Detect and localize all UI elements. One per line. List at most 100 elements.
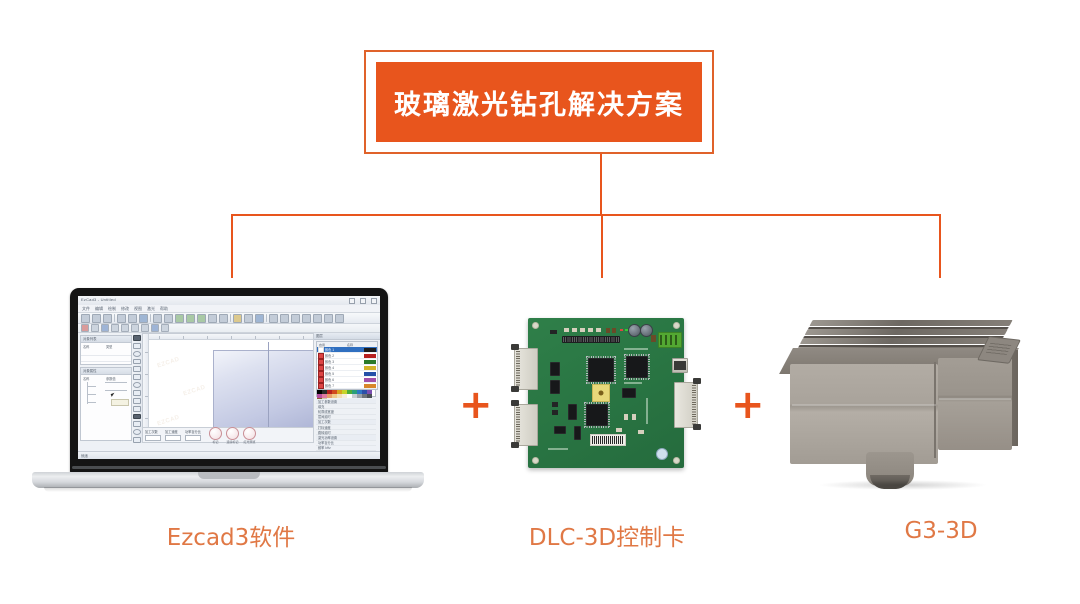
grid-icon[interactable] xyxy=(121,324,129,332)
node-tool-icon[interactable] xyxy=(133,342,141,349)
rectangle-tool-icon[interactable] xyxy=(133,374,141,381)
distribute-icon[interactable] xyxy=(208,313,217,323)
red-light-preview-button[interactable] xyxy=(243,426,256,440)
palette-swatch[interactable] xyxy=(332,394,337,398)
param-row[interactable]: 加工参数设置 xyxy=(316,399,376,405)
palette-swatch[interactable] xyxy=(342,394,347,398)
ruler-icon[interactable] xyxy=(111,324,119,332)
menu-help[interactable]: 帮助 xyxy=(160,305,168,311)
minimize-icon[interactable] xyxy=(349,298,355,304)
input-tool-icon[interactable] xyxy=(133,437,141,444)
line-tool-icon[interactable] xyxy=(133,358,141,365)
palette-swatch[interactable] xyxy=(362,394,367,398)
layer-color-swatch[interactable] xyxy=(364,371,376,376)
layers-list[interactable]: 启用 名称 颜色 1 颜色 2 xyxy=(316,341,378,390)
offset-icon[interactable] xyxy=(313,313,322,323)
trim-icon[interactable] xyxy=(324,313,333,323)
drawing-tools-strip[interactable] xyxy=(132,333,143,444)
palette-swatch[interactable] xyxy=(327,394,332,398)
barcode-tool-icon[interactable] xyxy=(133,405,141,412)
save-icon[interactable] xyxy=(103,313,112,323)
layer-toggle-icon[interactable] xyxy=(141,324,149,332)
paste-icon[interactable] xyxy=(139,313,148,323)
layer-enable-checkbox[interactable] xyxy=(318,346,324,353)
layer-color-swatch[interactable] xyxy=(364,359,376,364)
image-tool-icon[interactable] xyxy=(133,413,141,420)
palette-swatch[interactable] xyxy=(342,390,347,394)
palette-swatch[interactable] xyxy=(367,394,372,398)
measure-icon[interactable] xyxy=(161,324,169,332)
menu-modify[interactable]: 修改 xyxy=(121,305,129,311)
layer-enable-checkbox[interactable] xyxy=(318,364,324,371)
select-tool-icon[interactable] xyxy=(133,335,141,341)
mark-button[interactable] xyxy=(209,426,222,440)
palette-swatch[interactable] xyxy=(337,394,342,398)
palette-swatch[interactable] xyxy=(347,390,352,394)
color-palette[interactable] xyxy=(316,389,376,402)
rotate-icon[interactable] xyxy=(291,313,300,323)
polygon-tool-icon[interactable] xyxy=(133,390,141,396)
palette-swatch[interactable] xyxy=(317,390,322,394)
text-tool-icon[interactable] xyxy=(133,397,141,404)
palette-swatch[interactable] xyxy=(347,394,352,398)
palette-swatch[interactable] xyxy=(352,390,357,394)
param-row[interactable]: 加工次数 xyxy=(316,419,376,425)
axis-icon[interactable] xyxy=(151,324,159,332)
drawing-canvas[interactable]: EZCAD EZCAD EZCAD EZCAD EZCAD EZCAD xyxy=(142,333,314,429)
layers-panel[interactable]: 图层 启用 名称 颜色 1 xyxy=(313,333,380,459)
menu-laser[interactable]: 激光 xyxy=(147,305,155,311)
array-icon[interactable] xyxy=(269,313,278,323)
menu-draw[interactable]: 绘制 xyxy=(108,305,116,311)
palette-swatch[interactable] xyxy=(357,394,362,398)
parameter-list[interactable]: 加工参数设置 填充 轮廓线宽度 层间延时 加工次数 打标速度 跳转延时 激光功率… xyxy=(316,399,376,459)
cut-icon[interactable] xyxy=(117,313,126,323)
object-list-panel[interactable]: 对象列表 名称 类型 xyxy=(80,335,132,365)
layer-enable-checkbox[interactable] xyxy=(318,370,324,377)
ellipse-tool-icon[interactable] xyxy=(133,382,141,389)
layer-row[interactable]: 颜色 3 xyxy=(317,358,377,365)
param-row[interactable]: 频率 kHz xyxy=(316,446,376,451)
layer-enable-checkbox[interactable] xyxy=(318,382,324,389)
object-list-row[interactable] xyxy=(81,350,131,356)
layer-enable-checkbox[interactable] xyxy=(318,358,324,365)
palette-swatch[interactable] xyxy=(352,394,357,398)
zoom-in-icon[interactable] xyxy=(244,313,253,323)
copy-icon[interactable] xyxy=(128,313,137,323)
param-row[interactable]: 激光功率设置 xyxy=(316,435,376,441)
param-row[interactable]: 功率百分比 xyxy=(316,441,376,446)
window-controls[interactable] xyxy=(349,298,377,304)
align-center-icon[interactable] xyxy=(186,313,195,323)
layer-color-swatch[interactable] xyxy=(364,383,376,388)
layer-color-swatch[interactable] xyxy=(364,365,376,370)
object-list-row[interactable] xyxy=(81,356,131,362)
param-input[interactable] xyxy=(185,435,201,441)
palette-swatch[interactable] xyxy=(332,390,337,394)
spiral-tool-icon[interactable] xyxy=(133,429,141,436)
app-toolbar-main[interactable] xyxy=(78,313,380,324)
node-edit-icon[interactable] xyxy=(335,313,344,323)
layer-row[interactable]: 颜色 7 xyxy=(317,382,377,389)
layer-row[interactable]: 颜色 5 xyxy=(317,370,377,377)
layer-enable-checkbox[interactable] xyxy=(318,352,324,359)
param-row[interactable]: 轮廓线宽度 xyxy=(316,409,376,415)
palette-swatch[interactable] xyxy=(337,390,342,394)
layer-color-swatch[interactable] xyxy=(364,353,376,358)
snap-icon[interactable] xyxy=(131,324,139,332)
param-row[interactable]: 跳转延时 xyxy=(316,430,376,436)
palette-swatch[interactable] xyxy=(327,390,332,394)
palette-swatch[interactable] xyxy=(322,390,327,394)
curve-tool-icon[interactable] xyxy=(133,366,141,373)
layer-color-swatch[interactable] xyxy=(364,347,376,352)
layer-row[interactable]: 颜色 1 xyxy=(317,346,377,353)
group-icon[interactable] xyxy=(219,313,228,323)
app-menubar[interactable]: 文件 编辑 绘制 修改 视图 激光 帮助 xyxy=(78,305,380,313)
palette-swatch[interactable] xyxy=(317,394,322,398)
palette-swatch[interactable] xyxy=(362,390,367,394)
preview-icon[interactable] xyxy=(91,324,99,332)
palette-swatch[interactable] xyxy=(322,394,327,398)
menu-edit[interactable]: 编辑 xyxy=(95,305,103,311)
param-input[interactable] xyxy=(165,435,181,441)
app-toolbar-secondary[interactable] xyxy=(78,324,380,333)
param-row[interactable]: 填充 xyxy=(316,404,376,410)
new-file-icon[interactable] xyxy=(81,313,90,323)
